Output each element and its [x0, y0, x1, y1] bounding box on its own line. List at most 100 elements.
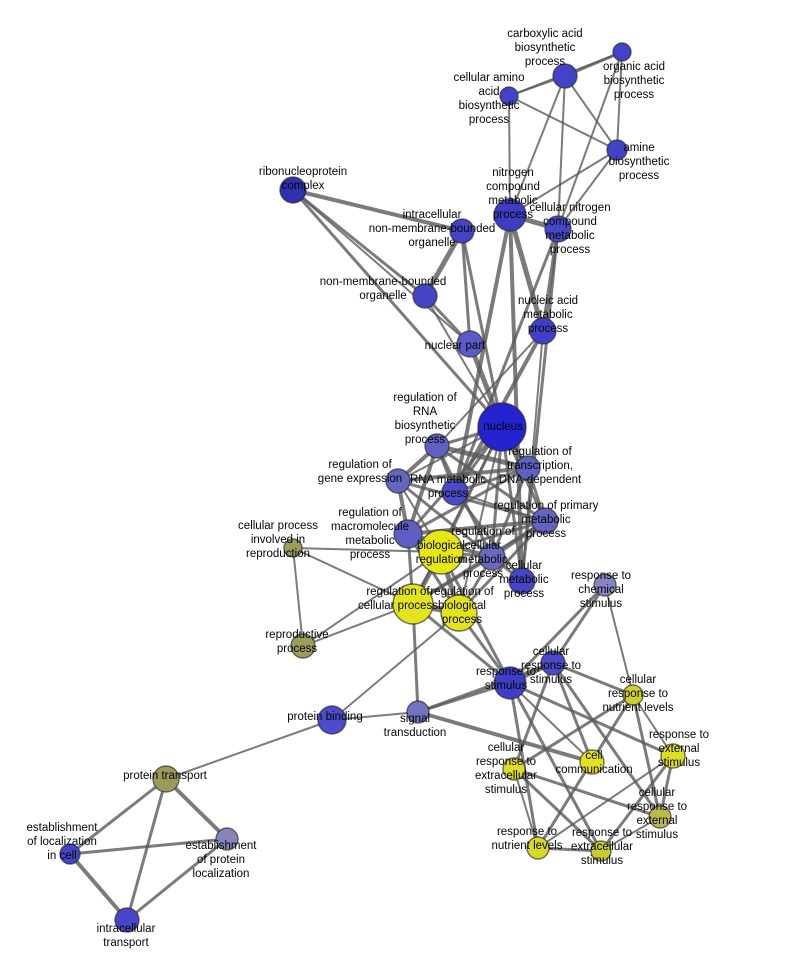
node-biological-regulation[interactable] [418, 529, 464, 575]
node-nmb[interactable] [412, 283, 438, 309]
node-response-stimulus[interactable] [493, 666, 527, 700]
node-reg-cellular-process[interactable] [392, 583, 434, 625]
edge-reg-gene--reg-primary [396, 479, 547, 523]
node-label-protein-binding: protein binding [287, 711, 362, 723]
node-signal-transduction[interactable] [406, 700, 430, 724]
node-amino[interactable] [499, 86, 519, 106]
node-cellular-response-extracellular[interactable] [502, 757, 526, 781]
edge-est-localization-cell--est-protein-localization [68, 837, 229, 856]
edge-reg-primary--reg-biological-process [457, 519, 547, 615]
node-cellular-response-nutrient[interactable] [622, 684, 644, 706]
edge-est-protein-localization--intracellular-transport [125, 837, 229, 922]
node-response-external[interactable] [660, 743, 686, 769]
edge-reg-rna--reg-transcription [434, 443, 531, 471]
edge-response-stimulus--reg-cellular-process [411, 602, 512, 685]
edge-reg-gene--reg-cellular-metabolic [396, 479, 494, 559]
node-reg-cellular-metabolic[interactable] [478, 543, 506, 571]
edge-cell-process-repro--biological-regulation [292, 547, 442, 553]
edge-organic--amine [616, 51, 623, 151]
node-est-protein-localization[interactable] [215, 827, 239, 851]
node-response-chemical[interactable] [593, 573, 617, 597]
edge-ribo--nuclear-part [292, 189, 471, 345]
edge-protein-transport--intracellular-transport [125, 777, 168, 922]
node-organic[interactable] [612, 42, 632, 62]
node-ribo[interactable] [279, 176, 307, 204]
edge-nitrogen--cellular-metabolic [508, 213, 524, 583]
edge-amine--cellular-nitrogen [557, 149, 618, 230]
node-reg-biological-process[interactable] [440, 594, 478, 632]
node-reg-rna[interactable] [424, 433, 450, 459]
edge-response-chemical--cellular-response-nutrient [604, 584, 634, 696]
node-nuclear-part[interactable] [456, 330, 484, 358]
edge-cellular-response-stimulus--cellular-response-extracellular [512, 661, 555, 771]
node-cellular-response-stimulus[interactable] [540, 650, 566, 676]
edge-protein-transport--est-protein-localization [164, 777, 229, 841]
edge-reg-rna--reg-macromolecule [406, 444, 439, 536]
node-label-protein-transport: protein transport [123, 770, 208, 782]
edge-rna-metabolic--reg-primary [454, 491, 546, 522]
edge-response-external--response-extracellular [599, 754, 675, 853]
node-cell-process-repro[interactable] [283, 538, 303, 558]
edge-nucleic-acid--cellular-metabolic [521, 330, 544, 582]
node-reg-primary[interactable] [531, 507, 559, 535]
node-reg-macromolecule[interactable] [393, 519, 423, 549]
edge-amino--nitrogen [508, 95, 511, 216]
node-reg-gene[interactable] [385, 468, 411, 494]
node-cellular-metabolic[interactable] [508, 567, 536, 595]
node-repro[interactable] [290, 633, 316, 659]
node-intracellular-transport[interactable] [114, 907, 140, 933]
edge-cellular-response-extracellular--response-nutrient [513, 768, 539, 849]
node-cell-communication[interactable] [579, 749, 605, 775]
node-nitrogen[interactable] [493, 198, 527, 232]
node-carboxylic[interactable] [552, 63, 578, 89]
node-nucleic-acid[interactable] [529, 317, 557, 345]
edge-carboxylic--cellular-nitrogen [557, 75, 566, 230]
edge-intracellular-nmb--nucleus [460, 229, 504, 429]
node-rna-metabolic[interactable] [441, 478, 469, 506]
node-cellular-response-external[interactable] [648, 805, 672, 829]
node-est-localization-cell[interactable] [59, 843, 81, 865]
node-amine[interactable] [606, 139, 628, 161]
edge-cellular-response-stimulus--cell-communication [551, 661, 594, 764]
node-protein-binding[interactable] [317, 705, 347, 735]
node-response-extracellular[interactable] [590, 840, 612, 862]
edge-protein-transport--est-localization-cell [68, 777, 168, 856]
node-protein-transport[interactable] [152, 765, 180, 793]
node-response-nutrient[interactable] [526, 836, 550, 860]
edge-cellular-response-nutrient--cellular-response-external [631, 693, 662, 819]
edge-carboxylic--amine [564, 75, 618, 151]
node-nucleus[interactable] [477, 402, 527, 452]
node-cellular-nitrogen[interactable] [544, 215, 572, 243]
edge-cell-process-repro--reg-cellular-process [292, 547, 414, 605]
edge-protein-binding--reg-biological-process [331, 612, 460, 721]
node-reg-transcription[interactable] [515, 455, 541, 481]
node-intracellular-nmb[interactable] [449, 218, 475, 244]
edge-nucleic-acid--reg-rna [436, 330, 544, 447]
